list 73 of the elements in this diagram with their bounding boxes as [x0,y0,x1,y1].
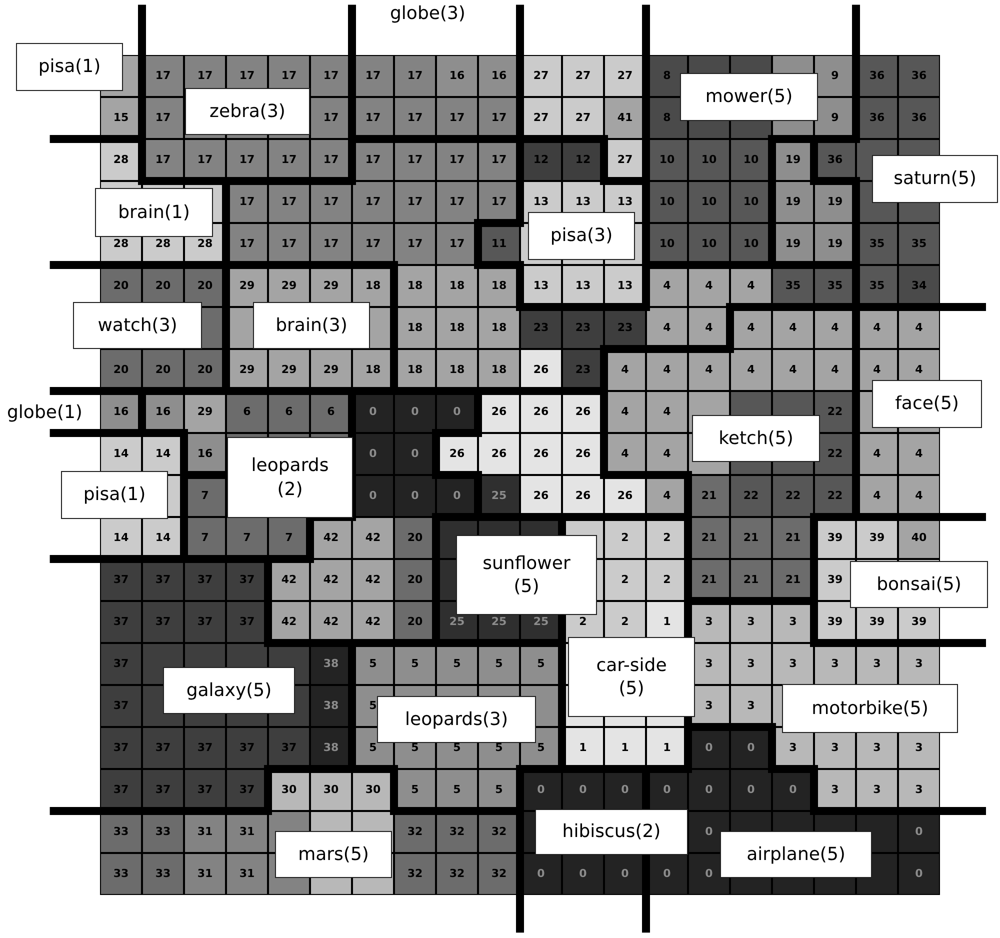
grid-cell: 37 [100,685,142,727]
grid-cell: 4 [646,391,688,433]
region-tag: brain(3) [253,302,370,349]
grid-cell: 17 [352,181,394,223]
region-tag: watch(3) [73,302,202,349]
grid-cell: 37 [184,727,226,769]
grid-cell: 33 [100,853,142,895]
grid-cell: 0 [730,769,772,811]
region-tag: leopards(3) [377,696,536,743]
grid-cell: 31 [184,853,226,895]
grid-cell: 37 [100,727,142,769]
grid-cell: 31 [226,853,268,895]
grid-cell: 2 [604,559,646,601]
grid-cell: 37 [100,643,142,685]
region-tag: galaxy(5) [163,667,295,714]
grid-cell: 10 [688,139,730,181]
grid-cell: 18 [478,307,520,349]
grid-cell: 35 [898,223,940,265]
region-tag: brain(1) [95,188,213,237]
grid-cell: 26 [478,433,520,475]
grid-cell: 33 [142,853,184,895]
region-tag: leopards (2) [227,437,353,518]
grid-cell: 42 [310,559,352,601]
grid-cell: 36 [898,97,940,139]
grid-cell: 3 [772,643,814,685]
grid-cell: 42 [352,517,394,559]
grid-cell: 37 [100,601,142,643]
grid-cell: 21 [730,517,772,559]
region-tag: ketch(5) [692,415,820,462]
region-tag: airplane(5) [720,831,872,878]
region-name: globe(3) [390,3,466,24]
region-tag: saturn(5) [872,155,998,203]
grid-cell: 32 [436,853,478,895]
region-name: globe(1) [7,402,82,423]
region-tag: pisa(1) [61,471,168,519]
grid-cell: 16 [436,55,478,97]
region-tag: bonsai(5) [850,561,988,608]
grid-cell: 0 [394,475,436,517]
region-tag: mower(5) [680,73,818,121]
grid-cell: 17 [394,55,436,97]
grid-cell: 17 [436,181,478,223]
grid-cell: 3 [730,643,772,685]
region-tag: motorbike(5) [782,684,958,733]
grid-cell: 18 [436,265,478,307]
grid-cell: 4 [772,349,814,391]
grid-cell: 0 [898,853,940,895]
grid-cell: 10 [688,181,730,223]
grid-cell: 22 [772,475,814,517]
grid-cell: 0 [688,769,730,811]
grid-cell: 17 [394,181,436,223]
grid-cell: 36 [898,55,940,97]
region-tag: sunflower (5) [456,535,597,615]
grid-cell: 4 [730,349,772,391]
grid-cell: 27 [562,55,604,97]
grid-cell: 37 [142,601,184,643]
grid-cell: 37 [142,727,184,769]
grid-cell: 37 [226,727,268,769]
region-tag: mars(5) [275,831,392,878]
grid-cell: 0 [562,853,604,895]
grid-cell: 37 [184,601,226,643]
grid-cell: 4 [898,433,940,475]
region-tag: zebra(3) [185,88,310,135]
region-tag: car-side (5) [568,637,695,717]
region-tag: hibiscus(2) [535,809,688,855]
region-tag: pisa(1) [16,43,123,91]
region-tag: face(5) [872,380,982,428]
grid-cell: 17 [394,223,436,265]
grid-cell: 18 [436,307,478,349]
grid-cell: 26 [520,433,562,475]
grid-cell: 22 [730,475,772,517]
grid-cell: 42 [352,559,394,601]
region-tag: pisa(3) [528,212,635,260]
grid-cell: 32 [394,853,436,895]
